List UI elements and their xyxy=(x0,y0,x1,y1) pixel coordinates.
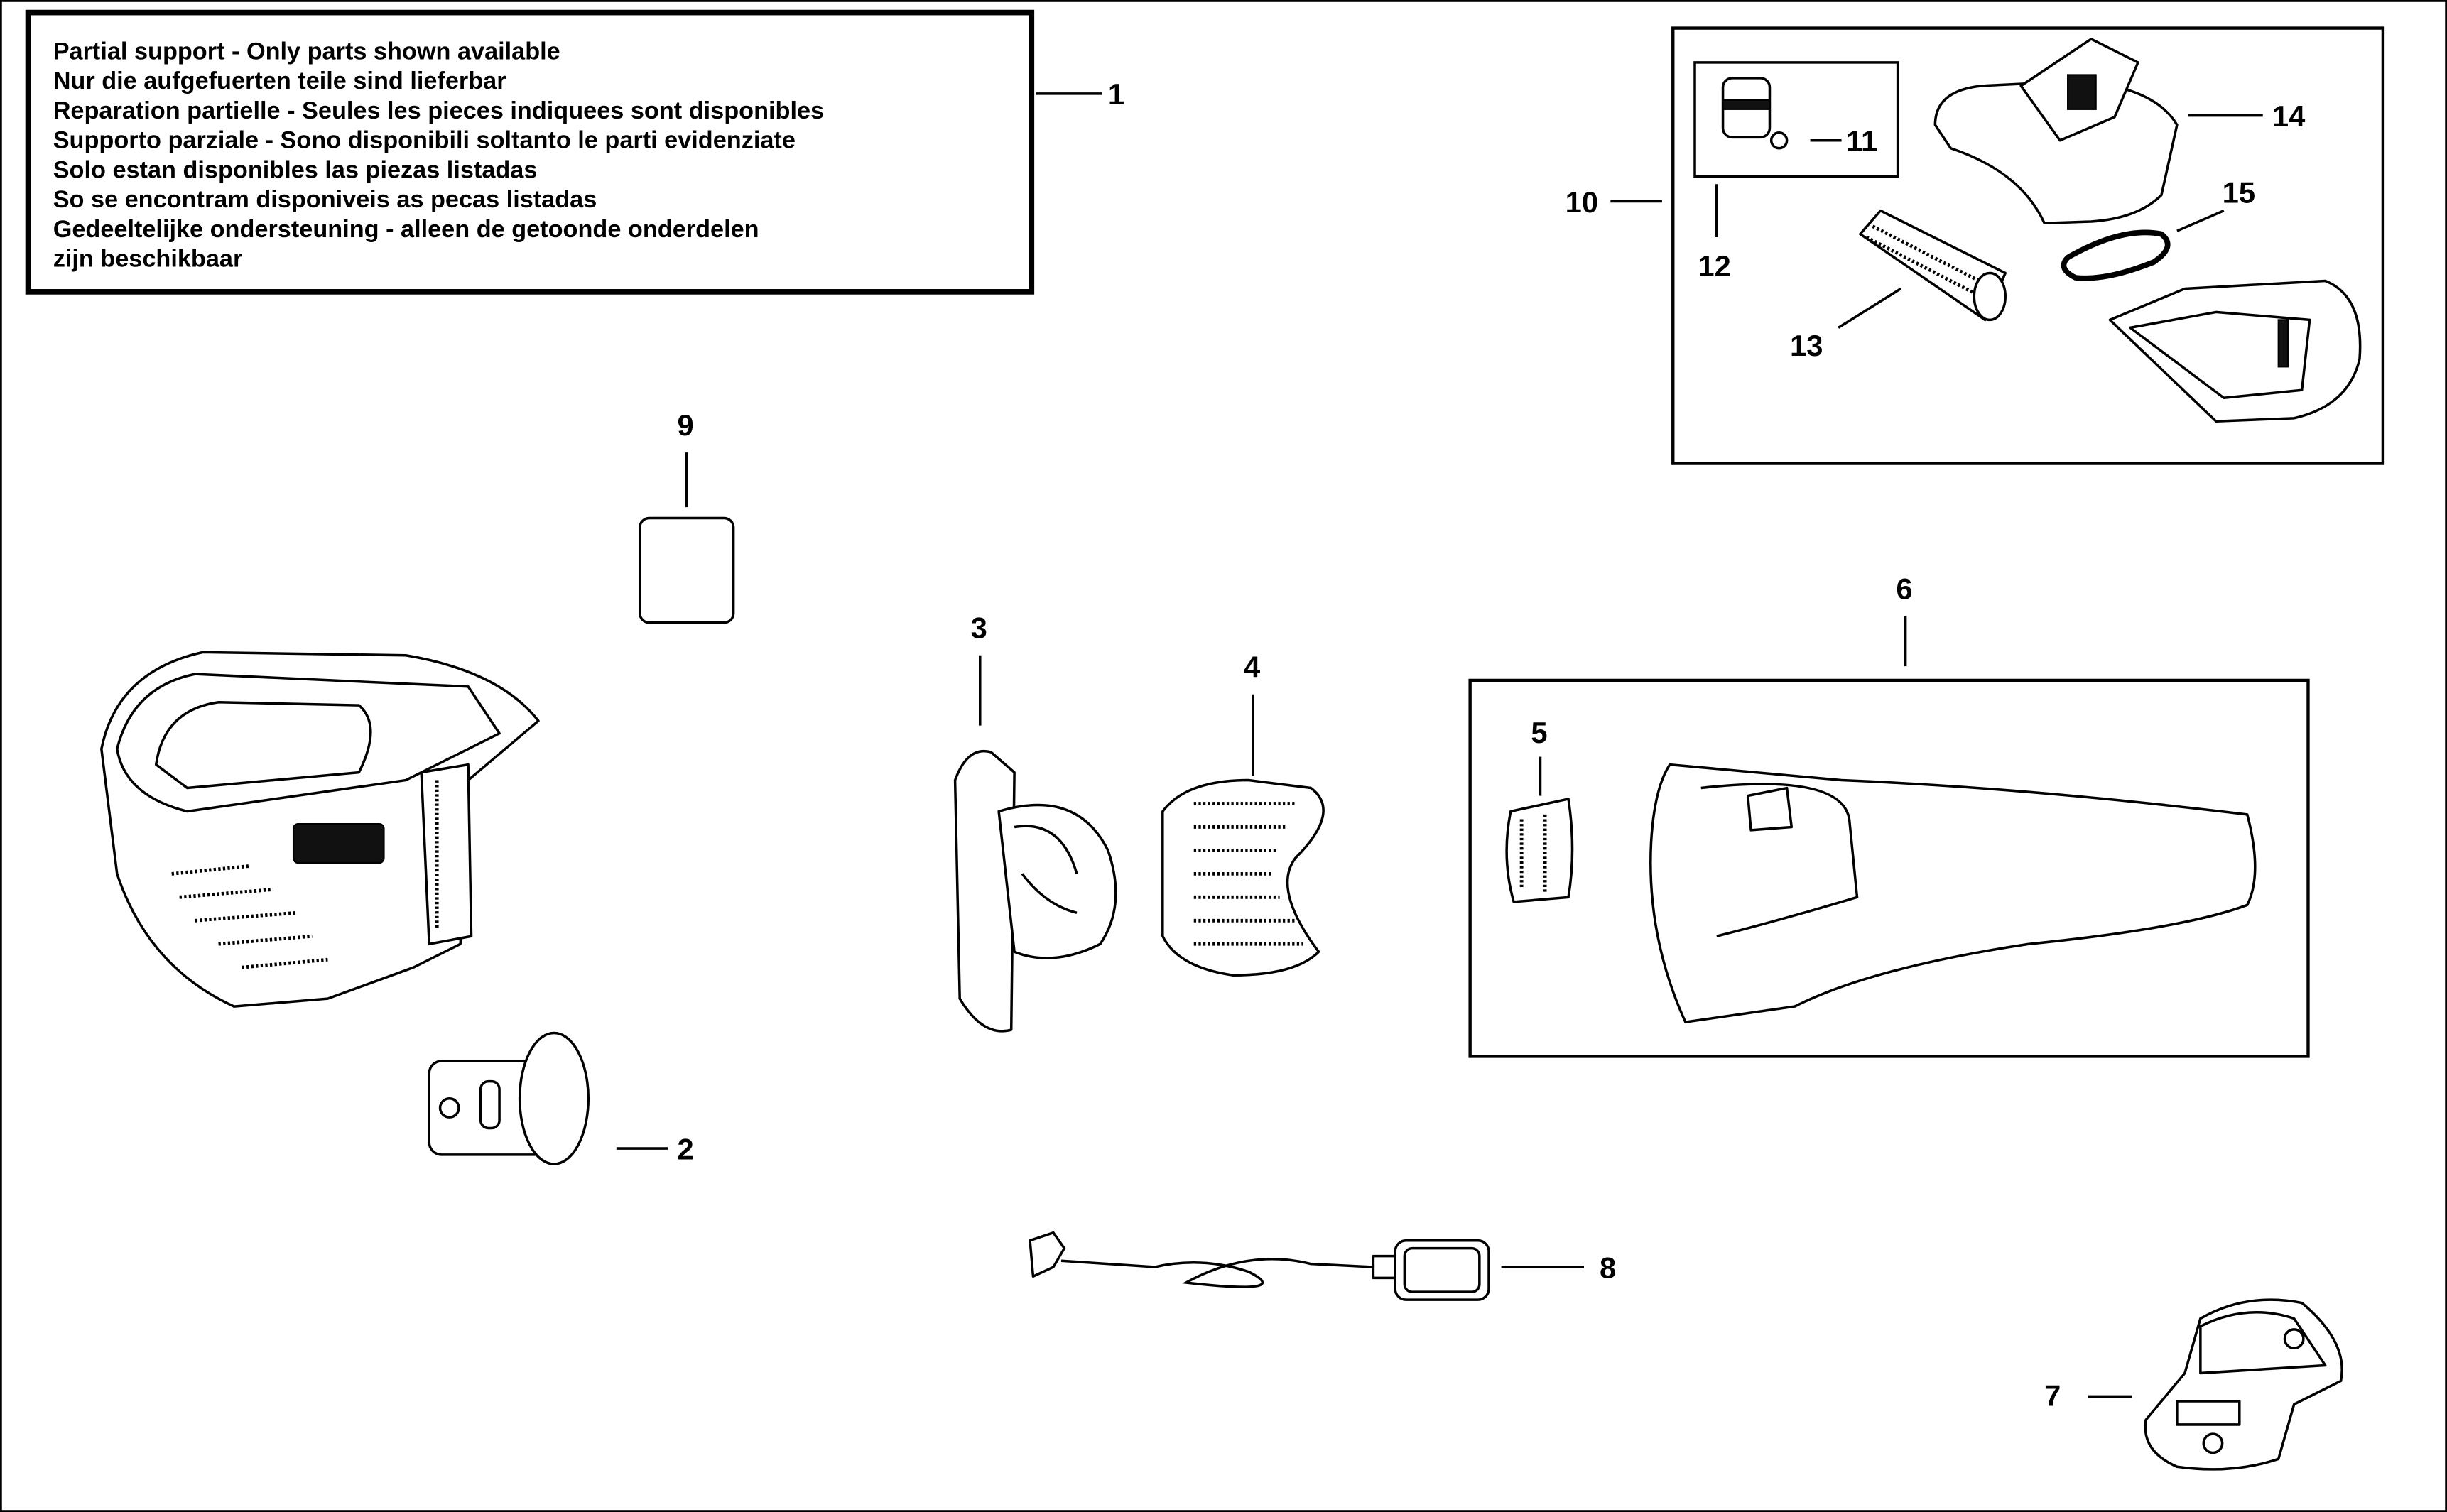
brush-roll xyxy=(1859,209,2007,322)
notice-line: Solo estan disponibles las piezas listad… xyxy=(53,156,538,183)
callout-9: 9 xyxy=(678,408,694,442)
callout-15: 15 xyxy=(2223,176,2255,210)
callout-12: 12 xyxy=(1698,249,1730,283)
callout-3: 3 xyxy=(971,611,987,645)
callout-13: 13 xyxy=(1790,329,1823,362)
group-box xyxy=(1671,26,2385,465)
leader-line xyxy=(1838,287,1901,329)
callout-8: 8 xyxy=(1600,1251,1616,1284)
drive-belt xyxy=(2061,229,2171,281)
availability-notice: Partial support - Only parts shown avail… xyxy=(25,9,1124,295)
notice-line: Supporto parziale - Sono disponibili sol… xyxy=(53,127,796,154)
callout-1: 1 xyxy=(1108,77,1124,111)
notice-line: Nur die aufgefuerten teile sind lieferba… xyxy=(53,67,506,94)
motor xyxy=(428,1031,590,1165)
motor-inset-box xyxy=(1693,61,1899,178)
callout-2: 2 xyxy=(678,1132,694,1165)
callout-4: 4 xyxy=(1244,651,1260,684)
callout-5: 5 xyxy=(1531,716,1547,749)
wall-mount xyxy=(2144,1298,2343,1471)
part-group-10: 10 11 12 13 14 15 xyxy=(1566,26,2385,465)
callout-7: 7 xyxy=(2044,1379,2061,1413)
head-base xyxy=(2108,279,2362,423)
small-motor xyxy=(1721,77,1789,150)
part-group-6-box xyxy=(1468,678,2310,1058)
callout-10: 10 xyxy=(1566,185,1598,219)
pleated-filter xyxy=(1161,778,1325,977)
leader-line xyxy=(2176,210,2225,232)
main-body-housing xyxy=(100,651,540,1008)
notice-line: Gedeeltelijke ondersteuning - alleen de … xyxy=(53,216,759,243)
notice-line: Reparation partielle - Seules les pieces… xyxy=(53,97,824,124)
filter-frame xyxy=(953,750,1117,1033)
notice-line: zijn beschikbaar xyxy=(53,246,243,273)
callout-11: 11 xyxy=(1846,124,1877,158)
callout-6: 6 xyxy=(1896,572,1912,606)
dust-bowl xyxy=(1649,763,2257,1023)
notice-box xyxy=(25,9,1035,295)
head-cover xyxy=(1933,38,2179,224)
label-plate xyxy=(639,516,735,624)
charger xyxy=(1029,1231,1490,1301)
notice-line: Partial support - Only parts shown avail… xyxy=(53,38,560,65)
notice-line: So se encontram disponiveis as pecas lis… xyxy=(53,186,597,213)
callout-14: 14 xyxy=(2272,99,2305,133)
filter-ring xyxy=(1505,798,1574,903)
